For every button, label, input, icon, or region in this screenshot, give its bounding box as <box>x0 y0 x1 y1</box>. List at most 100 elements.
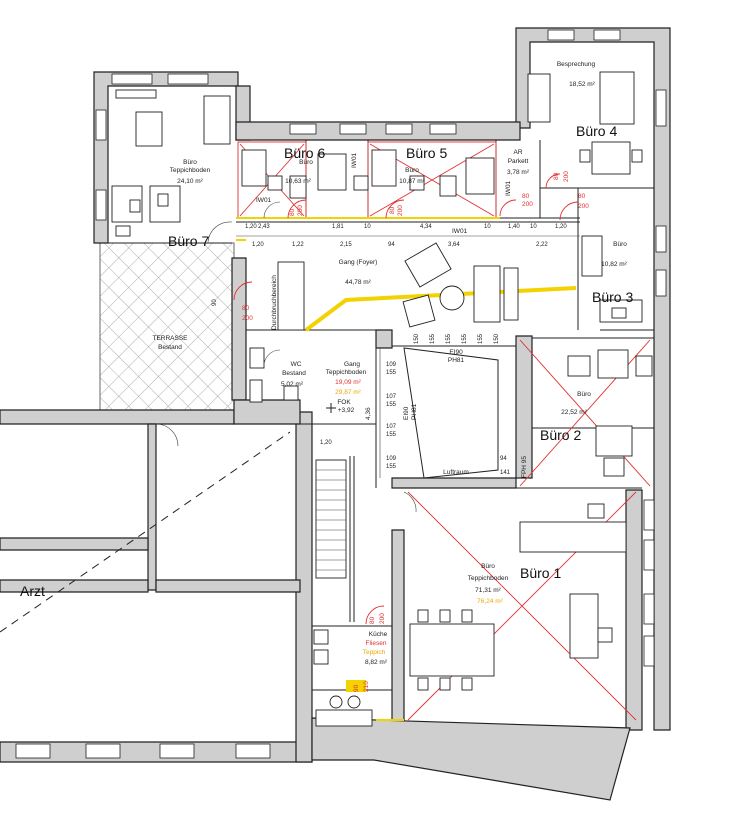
buero2-area: 22,52 m² <box>561 409 587 416</box>
dim-s3-1: 155 <box>430 333 436 344</box>
windows <box>15 29 667 759</box>
buero3-type: Büro <box>613 241 627 248</box>
dimension-line <box>236 235 580 478</box>
buero4-name: Büro 4 <box>576 123 617 139</box>
terrasse-status: Bestand <box>158 344 182 351</box>
gang2-area: 19,09 m² <box>335 379 361 386</box>
column-dimensions: 150 155 155 155 155 150 <box>414 333 500 344</box>
durchbruch-label: Durchbruchbereich <box>271 275 278 330</box>
buero5-area: 10,87 m² <box>399 178 425 185</box>
door3-h: 200 <box>522 201 533 208</box>
buero7-floor: Teppichboden <box>170 167 211 174</box>
room-labels: Büro Teppichboden 24,10 m² Büro 7 Büro 6… <box>20 61 633 666</box>
kueche-area: 8,82 m² <box>365 659 388 666</box>
fok-marker <box>326 403 336 413</box>
dim-s3-2: 155 <box>446 333 452 344</box>
dim-s1-4: 107 <box>386 424 397 430</box>
dim-s3-0: 150 <box>414 333 420 344</box>
dim-s1-3: 155 <box>386 402 397 408</box>
door4-h: 200 <box>578 203 589 210</box>
dim-436: 4,36 <box>365 407 372 420</box>
dim-r1-0: 1,20 <box>252 242 264 248</box>
dim-s1-1: 155 <box>386 370 397 376</box>
partitions <box>108 140 654 691</box>
buero4-area: 18,52 m² <box>569 81 595 88</box>
buero7-type: Büro <box>183 159 197 166</box>
dim-s1-7: 155 <box>386 464 397 470</box>
door10-w: 90 <box>353 684 360 692</box>
red-cross-marks <box>237 141 651 721</box>
furniture <box>111 71 653 727</box>
staircase-steps <box>316 456 355 622</box>
ar-name: AR <box>513 149 522 156</box>
dim-r2-0: 1,81 <box>332 224 344 230</box>
door1-h: 200 <box>297 205 304 216</box>
dim-m-3: 90 <box>212 299 218 306</box>
iw01-c: IW01 <box>452 228 468 235</box>
door3-w: 80 <box>522 193 530 200</box>
fph-label: FPH 95 <box>521 456 528 478</box>
dim-r2-4: 1,40 <box>508 224 520 230</box>
dim-s1-0: 109 <box>386 362 397 368</box>
ar-area: 3,78 m² <box>507 169 530 176</box>
door10-h: 210 <box>363 681 370 692</box>
dim-r2-1: 10 <box>364 224 371 230</box>
dim-r2-6: 1,20 <box>245 224 257 230</box>
dim-r1-5: 3,64 <box>448 242 460 248</box>
dim-s3-3: 155 <box>462 333 468 344</box>
door2-w: 80 <box>389 206 396 214</box>
door7-w: 80 <box>369 616 376 624</box>
gang2-area2: 29,87 m² <box>335 389 361 396</box>
dim-r2-5: 10 <box>530 224 537 230</box>
dim-s3-5: 150 <box>494 333 500 344</box>
kueche-name: Küche <box>369 631 388 638</box>
gang-area: 44,78 m² <box>345 279 371 286</box>
dim-r1-6: 2,22 <box>536 242 548 248</box>
buero1-name: Büro 1 <box>520 565 561 581</box>
dim-m-0: 1,20 <box>320 440 332 446</box>
door-labels: 80 200 80 200 80 200 80 200 80 200 80 20… <box>242 171 589 692</box>
dim-r2-2: 4,34 <box>420 224 432 230</box>
buero1-floor: Teppichboden <box>468 575 509 582</box>
buero7-area: 24,10 m² <box>177 178 203 185</box>
wall-labels: IW01 IW01 IW01 IW01 <box>256 152 512 235</box>
buero5-type: Büro <box>405 167 419 174</box>
iw01-b: IW01 <box>351 152 358 168</box>
door1-w: 80 <box>289 208 296 216</box>
arzt-name: Arzt <box>20 583 45 599</box>
iw01-d: IW01 <box>505 180 512 196</box>
kueche-floor1: Fliesen <box>366 640 387 647</box>
buero3-area: 10,82 m² <box>601 261 627 268</box>
arzt-dashed-line <box>0 431 291 633</box>
dim-s2-1: 141 <box>500 470 511 476</box>
ei90b-label: EI90 <box>403 406 410 420</box>
dim-r1-7: 1,20 <box>555 224 567 230</box>
dim-r1-1: 2,43 <box>258 224 270 230</box>
fok-value: +3,92 <box>338 407 355 414</box>
terrasse-name: TERRASSE <box>152 335 188 342</box>
gang2-name: Gang <box>344 361 360 368</box>
buero6-name: Büro 6 <box>284 145 325 161</box>
buero1-area: 71,31 m² <box>475 587 501 594</box>
door6-w: 80 <box>242 305 250 312</box>
kueche-floor2: Teppich <box>363 649 386 656</box>
ph81-label: PH81 <box>448 357 465 364</box>
door5-h: 200 <box>563 171 570 182</box>
buero1-area2: 76,24 m² <box>477 598 503 605</box>
gang-name: Gang (Foyer) <box>339 259 378 266</box>
dim-r1-3: 2,15 <box>340 242 352 248</box>
door7-h: 200 <box>379 613 386 624</box>
luftraum-name: Luftraum <box>443 469 469 476</box>
ei90-label: EI90 <box>449 349 463 356</box>
buero2-type: Büro <box>577 391 591 398</box>
dim-s3-4: 155 <box>478 333 484 344</box>
ph81b-label: PH81 <box>411 403 418 420</box>
fok-label: FOK <box>337 399 351 406</box>
gang2-floor: Teppichboden <box>326 369 367 376</box>
dim-r1-2: 1,22 <box>292 242 304 248</box>
dim-s1-2: 107 <box>386 394 397 400</box>
buero3-name: Büro 3 <box>592 289 633 305</box>
dim-r1-4: 94 <box>388 242 395 248</box>
dim-r2-3: 10 <box>484 224 491 230</box>
wc-status: Bestand <box>282 370 306 377</box>
